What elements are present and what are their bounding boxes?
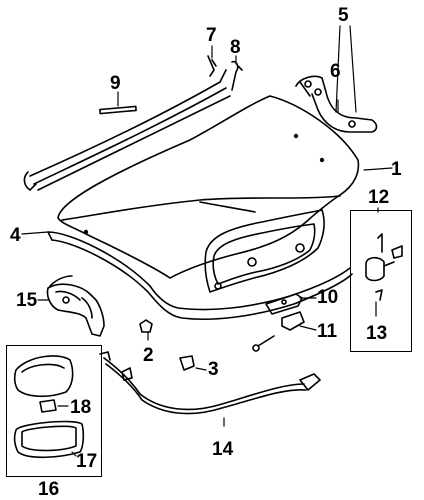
callout-12: 12 [368, 187, 390, 208]
weatherstrip [47, 231, 353, 321]
clip-3 [179, 355, 195, 371]
callout-7: 7 [206, 25, 217, 46]
callout-5: 5 [338, 5, 349, 26]
callout-16: 16 [38, 479, 60, 500]
lock-actuator [46, 275, 105, 337]
torsion-bars [23, 69, 231, 191]
latch-bracket [265, 293, 303, 315]
callout-3: 3 [208, 359, 219, 380]
trunk-lid [57, 95, 360, 293]
callout-14: 14 [212, 439, 234, 460]
callout-4: 4 [10, 225, 21, 246]
callout-15: 15 [16, 290, 38, 311]
latch [252, 311, 305, 352]
lamp-parts [13, 355, 85, 459]
callout-6: 6 [330, 61, 341, 82]
lock-cylinder-parts [365, 233, 403, 301]
callout-11: 11 [317, 321, 338, 342]
release-cable [99, 351, 321, 415]
bumper [139, 319, 153, 333]
callout-18: 18 [70, 397, 92, 418]
clips-7-8 [207, 55, 243, 91]
inset-box-16 [6, 345, 102, 477]
callout-1: 1 [391, 159, 402, 180]
callout-17: 17 [76, 451, 98, 472]
trunk-hinge [295, 75, 378, 133]
inset-box-12 [350, 210, 412, 352]
leader-lines [21, 25, 393, 457]
callout-2: 2 [143, 345, 154, 366]
callout-10: 10 [317, 287, 339, 308]
callout-8: 8 [230, 37, 241, 58]
callout-13: 13 [366, 323, 388, 344]
callout-9: 9 [110, 73, 121, 94]
